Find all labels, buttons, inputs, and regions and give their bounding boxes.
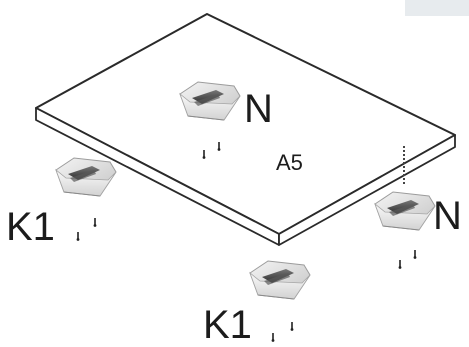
- panel-a5: [35, 13, 456, 246]
- bracket-k1-left: [55, 157, 117, 197]
- bracket-label-n-top: N: [244, 87, 273, 131]
- corner-tab: [405, 0, 469, 16]
- panel-label: A5: [276, 150, 303, 175]
- bracket-label-k1-left: K1: [6, 205, 55, 249]
- bracket-label-k1-bottom: K1: [203, 303, 252, 347]
- bracket-k1-bottom: [249, 260, 311, 300]
- bracket-label-n-right: N: [433, 194, 462, 238]
- bracket-n-right: [374, 191, 436, 231]
